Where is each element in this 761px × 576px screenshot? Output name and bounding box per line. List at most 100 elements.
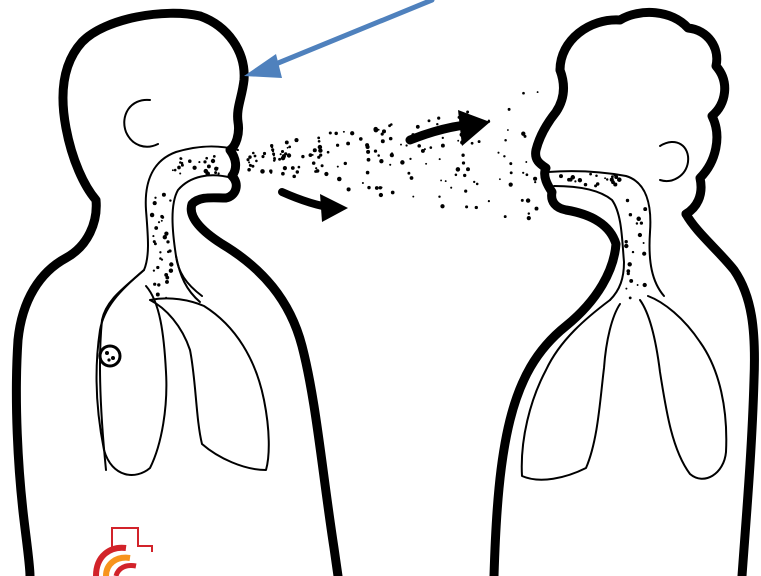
droplet-particle: [165, 280, 169, 284]
droplet-particle: [174, 169, 177, 172]
droplet-particle: [316, 169, 320, 173]
droplet-particle: [594, 184, 597, 187]
logo-icon: [96, 528, 152, 576]
droplet-particle: [260, 169, 265, 174]
droplet-particle: [613, 182, 617, 186]
droplet-particle: [640, 221, 643, 224]
droplet-particle: [643, 283, 647, 287]
droplet-particle: [284, 152, 287, 155]
right-person-right-lung: [640, 296, 726, 479]
droplet-particle: [156, 266, 159, 269]
droplet-particle: [390, 154, 393, 157]
droplet-particle: [626, 199, 629, 202]
droplet-particle: [377, 154, 380, 157]
droplet-particle: [153, 269, 155, 271]
pointer-arrow-icon: [244, 0, 432, 78]
droplet-particle: [636, 217, 641, 222]
droplet-particle: [504, 215, 507, 218]
droplet-particle: [465, 205, 468, 208]
droplet-particle: [161, 220, 163, 222]
droplet-particle: [211, 159, 215, 163]
droplet-particle: [179, 157, 182, 160]
droplet-particle: [507, 129, 509, 131]
droplet-particle: [169, 269, 173, 273]
droplet-particle: [159, 257, 162, 260]
droplet-particle: [526, 173, 529, 176]
droplet-particle: [217, 167, 219, 169]
droplet-particle: [400, 160, 404, 164]
right-person-ear: [660, 142, 688, 181]
droplet-particle: [595, 174, 598, 177]
droplet-particle: [162, 193, 166, 197]
droplet-particle: [624, 244, 628, 248]
droplet-particle: [464, 190, 467, 193]
droplet-particle: [638, 233, 642, 237]
droplet-particle: [153, 201, 157, 205]
droplet-particle: [309, 153, 313, 157]
droplet-particle: [388, 124, 391, 127]
droplet-particle: [317, 137, 320, 140]
droplet-particle: [455, 174, 458, 177]
droplet-particle: [346, 142, 350, 146]
droplet-particle: [273, 154, 275, 156]
droplet-particle: [181, 164, 184, 167]
droplet-particle: [374, 149, 377, 152]
right-person: [494, 12, 754, 576]
droplet-particle: [636, 222, 638, 224]
droplet-particle: [157, 283, 160, 286]
droplet-particle: [154, 226, 158, 230]
droplet-particle: [606, 178, 608, 180]
droplet-particle: [409, 158, 411, 160]
droplet-particle: [288, 146, 291, 149]
droplet-particle: [632, 251, 634, 253]
droplet-particle: [150, 213, 154, 217]
droplet-particle: [366, 171, 370, 175]
droplet-particle: [169, 262, 173, 266]
droplet-particle: [389, 164, 391, 166]
droplet-particle: [478, 140, 481, 143]
droplet-particle: [205, 157, 208, 160]
droplet-particle: [359, 137, 363, 141]
droplet-particle: [373, 127, 378, 132]
droplet-particle: [334, 132, 337, 135]
droplet-particle: [285, 140, 289, 144]
droplet-particle: [528, 212, 530, 214]
droplet-particle: [522, 172, 524, 174]
droplet-particle: [379, 159, 383, 163]
droplet-particle: [509, 162, 512, 165]
droplet-particle: [389, 137, 393, 141]
droplet-particle: [188, 159, 192, 163]
droplet-particle: [533, 177, 537, 181]
droplet-particle: [461, 154, 464, 157]
droplet-particle: [152, 235, 154, 237]
droplet-particle: [466, 167, 470, 171]
droplet-particle: [153, 283, 156, 286]
droplet-particle: [473, 181, 475, 183]
droplet-particle: [274, 159, 276, 161]
droplet-particle: [504, 139, 507, 142]
droplet-particle: [366, 150, 370, 154]
droplet-particle: [438, 195, 440, 197]
droplet-particle: [319, 153, 322, 156]
droplet-particle: [156, 293, 160, 297]
left-person: [16, 13, 338, 576]
infection-spot-icon: [100, 346, 120, 366]
droplet-particle: [321, 164, 324, 167]
droplet-arrow-icon: [410, 110, 490, 146]
left-person-silhouette: [16, 13, 200, 576]
droplet-particle: [391, 191, 395, 195]
droplet-particle: [476, 183, 479, 186]
droplet-particle: [327, 151, 330, 154]
droplet-particle: [463, 174, 466, 177]
droplet-particle: [559, 174, 563, 178]
droplet-particle: [437, 117, 440, 120]
droplet-particle: [291, 166, 295, 170]
droplet-particle: [347, 187, 351, 191]
droplet-particle: [203, 160, 206, 163]
droplet-particle: [315, 167, 317, 169]
droplet-particle: [509, 182, 513, 186]
droplet-particle: [445, 180, 447, 182]
droplet-particle: [312, 161, 316, 165]
droplet-particle: [283, 166, 287, 170]
droplet-particle: [440, 179, 442, 181]
